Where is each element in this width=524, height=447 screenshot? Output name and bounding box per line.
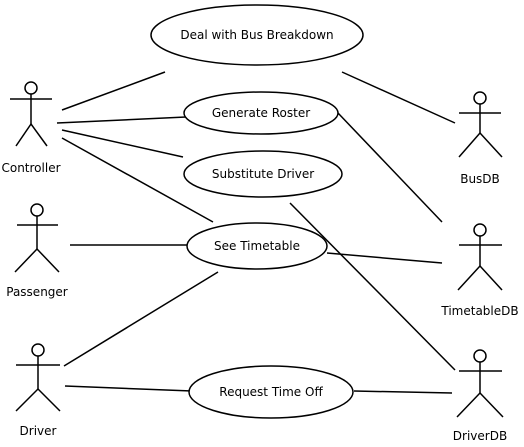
actor-label: TimetableDB [440, 304, 518, 318]
stick-figure-icon [458, 91, 503, 158]
associations [56, 71, 456, 394]
usecase-see-timetable: See Timetable [186, 222, 328, 270]
usecase-generate-roster: Generate Roster [183, 91, 339, 135]
actor-driverdb: DriverDB [453, 349, 507, 443]
actor-passenger: Passenger [6, 203, 68, 299]
usecase-label: Substitute Driver [212, 167, 314, 181]
usecase-substitute-driver: Substitute Driver [183, 150, 343, 198]
actor-controller: Controller [1, 81, 61, 175]
actor-driver: Driver [15, 343, 61, 438]
actor-busdb: BusDB [458, 91, 503, 186]
usecase-label: Deal with Bus Breakdown [180, 28, 333, 42]
assoc-deal-with-bus-breakdown-busdb [341, 71, 456, 124]
actor-label: BusDB [460, 172, 500, 186]
assoc-controller-generate-roster [56, 116, 187, 124]
assoc-controller-see-timetable [61, 137, 214, 223]
stick-figure-icon [15, 343, 61, 412]
assoc-substitute-driver-driverdb [289, 202, 456, 371]
stick-figure-icon [10, 81, 52, 147]
usecase-request-time-off: Request Time Off [188, 365, 354, 419]
actor-timetabledb: TimetableDB [440, 223, 519, 318]
assoc-see-timetable-timetabledb [326, 252, 443, 264]
assoc-generate-roster-timetabledb [337, 112, 443, 223]
usecase-deal-with-bus-breakdown: Deal with Bus Breakdown [150, 4, 364, 66]
usecase-label: See Timetable [214, 239, 300, 253]
stick-figure-icon [457, 223, 503, 291]
assoc-driver-see-timetable [63, 271, 219, 367]
actor-label: Driver [20, 424, 57, 438]
assoc-controller-deal-with-bus-breakdown [61, 71, 166, 111]
assoc-controller-substitute-driver [61, 129, 184, 158]
stick-figure-icon [456, 349, 504, 418]
assoc-driver-request-time-off [64, 385, 193, 392]
usecase-label: Request Time Off [219, 385, 323, 399]
actor-label: Controller [1, 161, 60, 175]
actor-label: Passenger [6, 285, 68, 299]
stick-figure-icon [14, 203, 60, 273]
actor-label: DriverDB [453, 429, 507, 443]
assoc-request-time-off-driverdb [353, 390, 453, 394]
usecase-label: Generate Roster [212, 106, 310, 120]
